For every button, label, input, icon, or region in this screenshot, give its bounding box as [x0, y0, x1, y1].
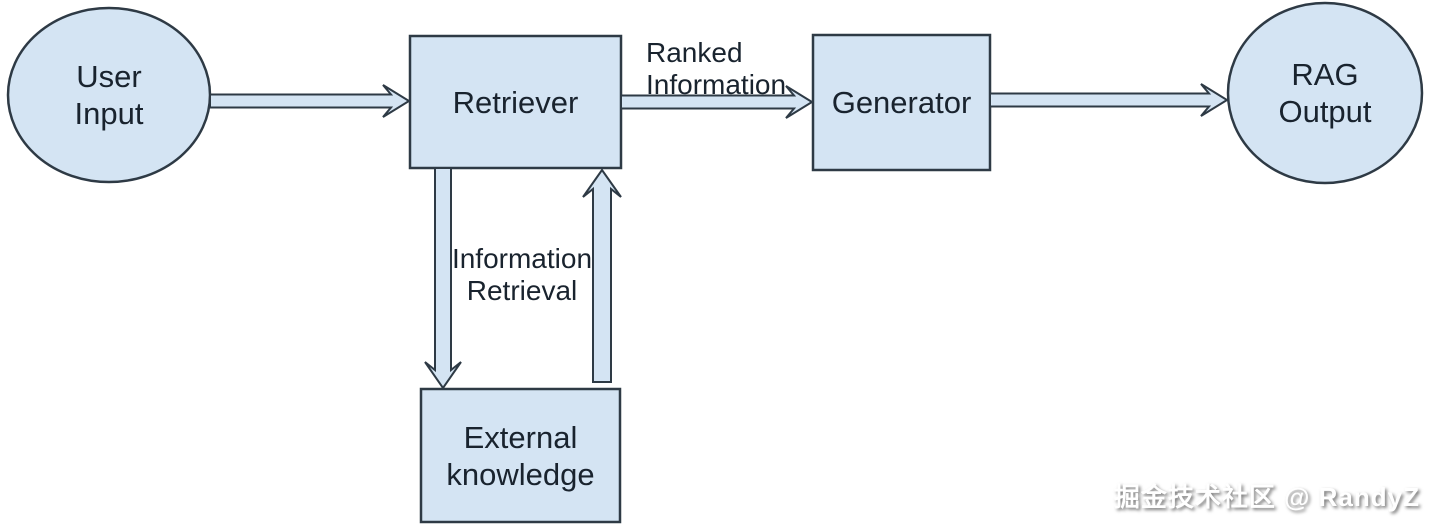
external-knowledge-box	[419, 387, 622, 524]
generator-box	[811, 33, 992, 172]
arrow-external-knowledge-to-retriever	[582, 168, 622, 383]
arrow-retriever-to-external-knowledge	[424, 167, 462, 390]
arrow-retriever-to-generator	[620, 85, 814, 119]
rag-output-ellipse	[1226, 1, 1424, 185]
watermark-text: 掘金技术社区 @ RandyZ	[1113, 482, 1420, 512]
arrow-user-input-to-retriever	[209, 84, 411, 118]
retriever-box	[408, 34, 623, 170]
user-input-ellipse	[6, 6, 212, 184]
arrow-generator-to-rag-output	[989, 83, 1229, 117]
